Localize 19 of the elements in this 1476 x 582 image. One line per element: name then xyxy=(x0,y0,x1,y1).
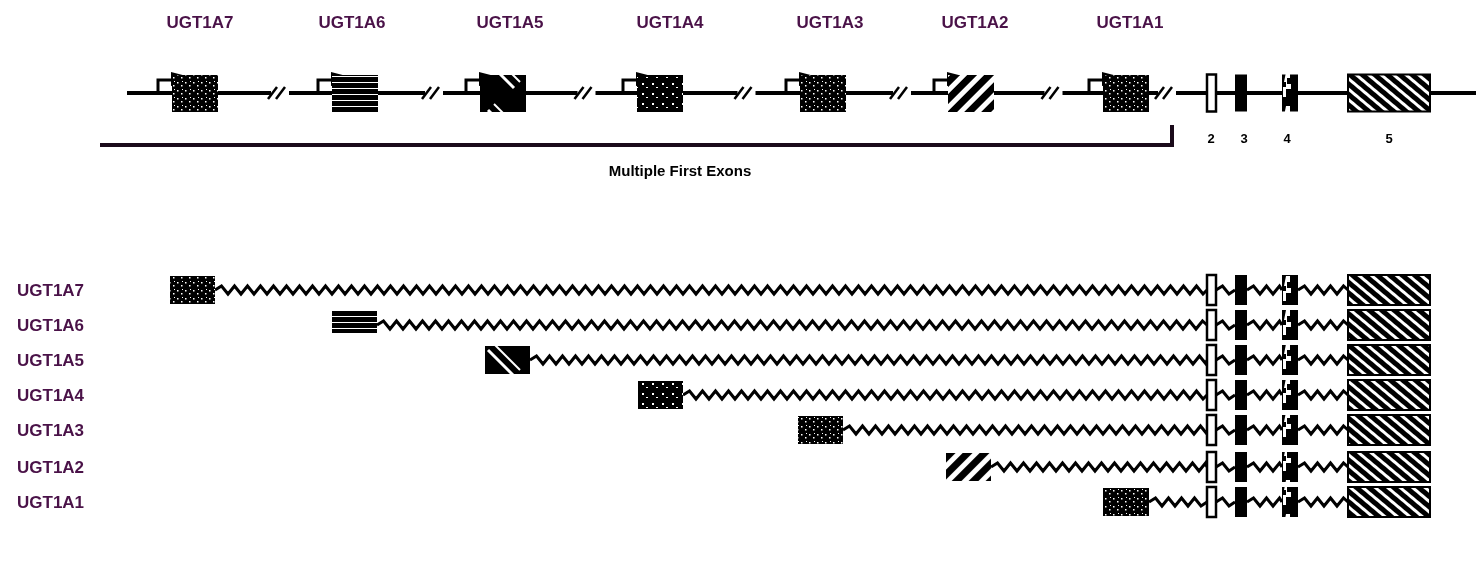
exon-number: 2 xyxy=(1207,131,1215,145)
transcript-label: UGT1A7 xyxy=(17,281,85,299)
gene-label: UGT1A5 xyxy=(476,13,544,31)
gene-label: UGT1A3 xyxy=(796,13,864,31)
transcript-label: UGT1A2 xyxy=(17,458,85,476)
exon-number: 3 xyxy=(1240,131,1248,145)
transcript-label: UGT1A3 xyxy=(17,421,85,439)
transcript-label: UGT1A6 xyxy=(17,316,85,334)
gene-label: UGT1A6 xyxy=(318,13,386,31)
region-label: Multiple First Exons xyxy=(608,162,752,178)
gene-label: UGT1A2 xyxy=(941,13,1009,31)
transcript-label: UGT1A5 xyxy=(17,351,85,369)
transcript-label: UGT1A4 xyxy=(17,386,85,404)
gene-label: UGT1A7 xyxy=(166,13,234,31)
exon-number: 4 xyxy=(1283,131,1291,145)
gene-label: UGT1A4 xyxy=(636,13,704,31)
gene-label: UGT1A1 xyxy=(1096,13,1164,31)
exon-number: 5 xyxy=(1385,131,1393,145)
transcript-label: UGT1A1 xyxy=(17,493,85,511)
